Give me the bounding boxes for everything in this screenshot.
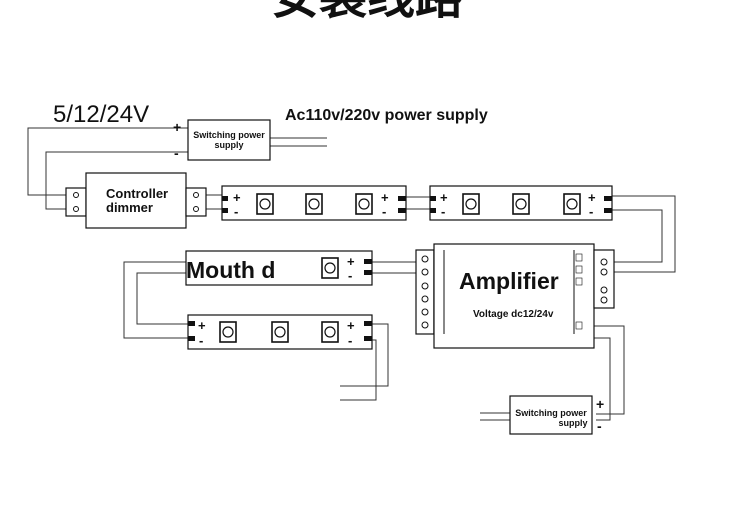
led-strip-1: + - + - — [221, 185, 407, 221]
wire-mouth-to-strip4-b — [136, 272, 188, 325]
mouth-strip-minus: - — [348, 268, 352, 283]
wire-mouth-to-strip4-a — [123, 261, 188, 339]
ac-supply-label: Ac110v/220v power supply — [285, 107, 488, 124]
wire-strip2-to-amp-a — [612, 195, 676, 273]
controller-line2: dimmer — [106, 200, 153, 215]
wire-strip4-out-a — [340, 323, 389, 387]
controller-dimmer: Controller dimmer — [65, 172, 207, 229]
psu-top-line1: Switching power — [193, 130, 265, 140]
controller-line1: Controller — [106, 186, 168, 201]
switching-power-supply-top: Switching power supply + - — [173, 119, 271, 161]
wire-psu2-minus-to-amp — [592, 337, 611, 421]
strip2-plus-left: + — [440, 190, 448, 205]
strip4-minus-right: - — [348, 333, 352, 348]
page-title: 安装线路 — [271, 0, 464, 24]
psu-top-minus: - — [174, 145, 179, 161]
led-strip-4: + - + - — [187, 314, 373, 350]
psu-bottom-line2: supply — [558, 418, 587, 428]
strip4-plus-left: + — [198, 318, 206, 333]
amplifier-voltage: Voltage dc12/24v — [473, 309, 554, 320]
strip2-minus-right: - — [589, 204, 593, 219]
wire-psu-minus-to-controller — [45, 151, 188, 210]
strip1-minus-right: - — [382, 204, 386, 219]
wire-strip4-out-b — [340, 339, 377, 401]
mouth-label: Mouth d — [186, 257, 275, 283]
strip2-minus-left: - — [441, 204, 445, 219]
wires — [27, 127, 676, 421]
amplifier-title: Amplifier — [459, 268, 559, 294]
led-strip-2: + - + - — [429, 185, 613, 221]
strip1-plus-right: + — [381, 190, 389, 205]
psu-top-line2: supply — [214, 140, 243, 150]
psu-bottom-minus: - — [597, 418, 602, 434]
voltage-label: 5/12/24V — [53, 101, 149, 128]
mouth-strip-plus: + — [347, 254, 355, 269]
amplifier: Amplifier Voltage dc12/24v — [415, 243, 615, 349]
strip4-minus-left: - — [199, 333, 203, 348]
strip2-plus-right: + — [588, 190, 596, 205]
wire-strip2-to-amp-b — [612, 209, 663, 263]
strip4-plus-right: + — [347, 318, 355, 333]
strip1-plus-left: + — [233, 190, 241, 205]
psu-bottom-line1: Switching power — [515, 408, 587, 418]
strip1-minus-left: - — [234, 204, 238, 219]
switching-power-supply-bottom: Switching power supply + - — [509, 395, 604, 435]
psu-bottom-plus: + — [596, 396, 604, 412]
psu-top-plus: + — [173, 119, 181, 135]
wire-psu-plus-to-controller — [27, 127, 188, 196]
led-strip-mouth: Mouth d + - — [185, 250, 373, 286]
